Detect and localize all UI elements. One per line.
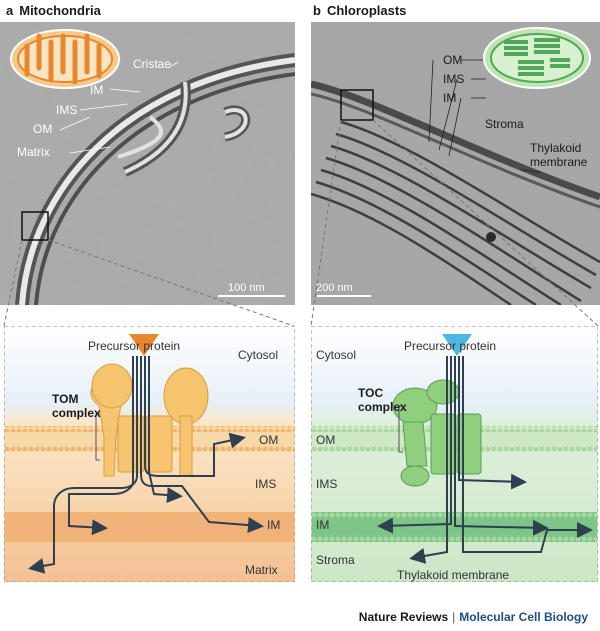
label-thylakoid-1: Thylakoid [530,141,582,155]
panel-b-letter: b [313,3,321,18]
panel-a-title: a Mitochondria [6,3,101,18]
toc-import-schematic [311,326,598,582]
label-cristae: Cristae [133,57,172,71]
journal-name: Nature Reviews [358,610,449,624]
panel-b-title-text: Chloroplasts [326,3,407,18]
cytosol-label-b: Cytosol [316,348,357,362]
precursor-label-b: Precursor protein [404,339,497,353]
label-matrix-a: Matrix [17,145,50,159]
tom-label-line2: complex [52,406,101,420]
thylakoid-membrane-label: Thylakoid membrane [397,568,510,582]
label-ims-b: IMS [443,72,465,86]
toc-label-line1: TOC [358,386,384,400]
tom-label-line1: TOM [52,392,79,406]
im-label-a: IM [267,518,281,532]
label-om-a: OM [33,122,53,136]
cytosol-label-a: Cytosol [238,348,279,362]
om-label-b: OM [316,433,336,447]
om-label-a: OM [259,433,279,447]
ims-label-a: IMS [255,477,277,491]
label-thylakoid-2: membrane [530,155,588,169]
precursor-label-a: Precursor protein [88,339,181,353]
matrix-label-a: Matrix [245,563,278,577]
journal-credit: Nature Reviews|Molecular Cell Biology [359,610,588,624]
panel-b-title: b Chloroplasts [313,3,406,18]
journal-separator: | [452,610,456,624]
chloroplast-micrograph [311,22,600,305]
panel-a-letter: a [6,3,14,18]
scale-bar-a: 100 nm [228,282,265,294]
label-ims-a: IMS [56,103,78,117]
panel-a-title-text: Mitochondria [19,3,101,18]
label-im-a: IM [90,83,104,97]
mitochondrion-icon [10,29,120,89]
scale-bar-b: 200 nm [316,282,353,294]
label-om-b: OM [443,53,463,67]
zoom-lines [3,119,599,327]
label-im-b: IM [443,91,457,105]
ims-label-b: IMS [316,477,338,491]
stroma-label-b: Stroma [316,553,355,567]
toc-complex-label: TOC complex [358,386,407,414]
chloroplast-icon [483,27,591,89]
im-label-b: IM [316,518,330,532]
label-stroma-b: Stroma [485,117,524,131]
toc-label-line2: complex [358,400,407,414]
subjournal-name: Molecular Cell Biology [459,610,588,624]
tom-import-schematic [4,326,295,582]
tom-complex-label: TOM complex [52,392,101,420]
